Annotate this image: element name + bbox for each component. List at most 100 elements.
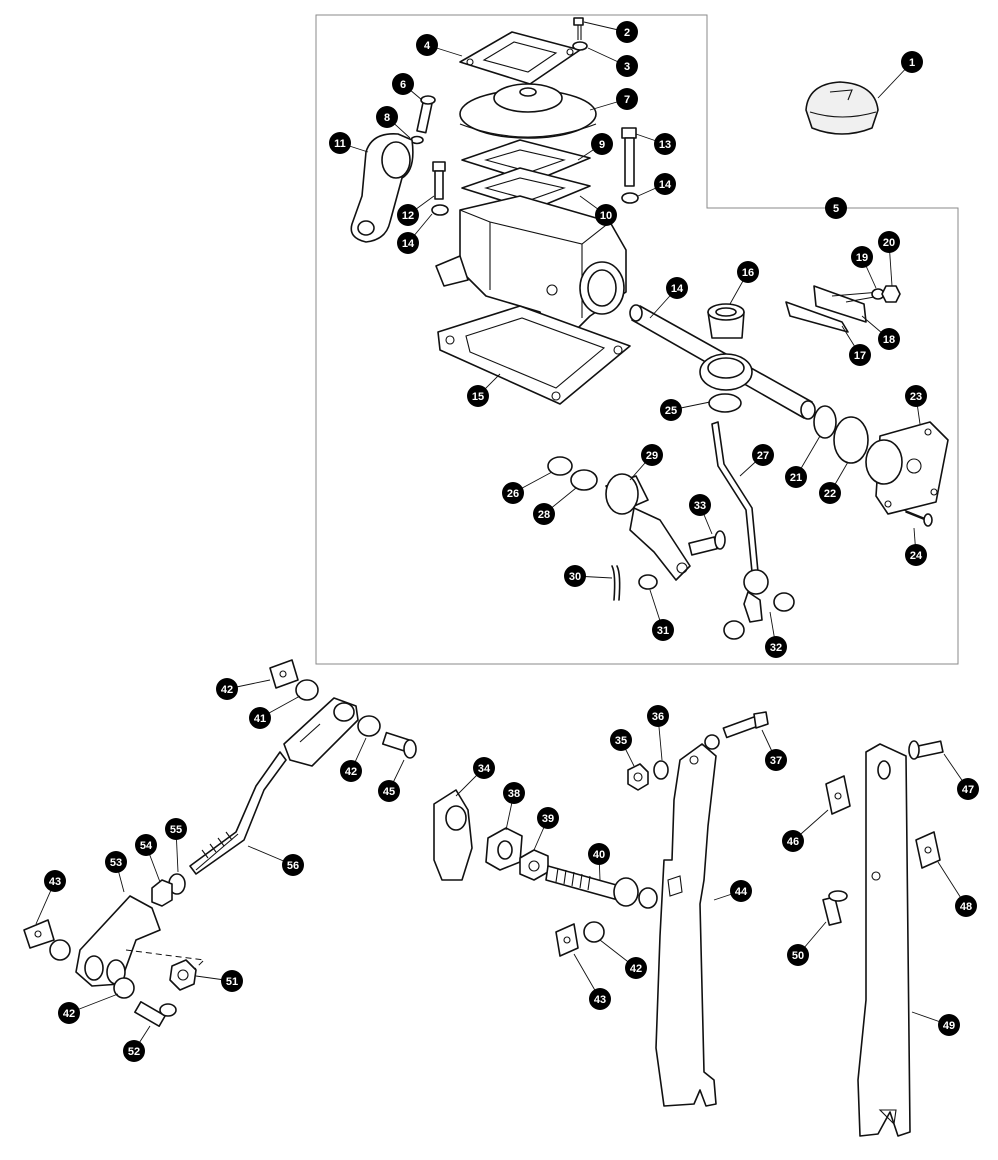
callout-number: 1 (909, 57, 915, 69)
callout-number: 27 (757, 450, 769, 462)
callout-badge (378, 780, 400, 802)
callout-badge (752, 444, 774, 466)
callout-badge (901, 51, 923, 73)
callout-number: 42 (345, 766, 357, 778)
callout-number: 21 (790, 472, 802, 484)
callout-badge (938, 1014, 960, 1036)
part-bar-50 (857, 743, 911, 1137)
part-nut-36 (627, 763, 649, 791)
part-callout-11: 11 (329, 132, 351, 154)
part-callout-42: 42 (340, 760, 362, 782)
part-callout-10: 10 (595, 204, 617, 226)
part-callout-56: 56 (282, 854, 304, 876)
callout-badge (589, 988, 611, 1010)
part-bolt-38 (722, 711, 769, 739)
callout-badge (123, 1040, 145, 1062)
part-callout-25: 25 (660, 399, 682, 421)
part-bracket-18-19 (785, 285, 881, 333)
part-callout-17: 17 (849, 344, 871, 366)
callout-number: 42 (63, 1008, 75, 1020)
callout-badge (819, 482, 841, 504)
callout-badge (216, 678, 238, 700)
part-callout-21: 21 (785, 466, 807, 488)
part-base-gasket-16 (437, 305, 631, 405)
callout-number: 8 (384, 112, 390, 124)
callout-badge (647, 705, 669, 727)
callout-badge (473, 757, 495, 779)
callout-number: 34 (478, 763, 491, 775)
part-callout-54: 54 (135, 834, 157, 856)
callout-badge (878, 231, 900, 253)
callout-badge (249, 707, 271, 729)
callout-badge (957, 778, 979, 800)
callout-badge (564, 565, 586, 587)
part-callout-27: 27 (752, 444, 774, 466)
part-gearbox-housing (435, 195, 627, 335)
callout-number: 23 (910, 391, 922, 403)
callout-number: 13 (659, 139, 671, 151)
callout-badge (588, 843, 610, 865)
callout-number: 46 (787, 836, 799, 848)
part-callout-29: 29 (641, 444, 663, 466)
callout-number: 52 (128, 1046, 140, 1058)
part-callout-48: 48 (955, 895, 977, 917)
part-bush-42b (357, 715, 381, 737)
part-callout-9: 9 (591, 133, 613, 155)
callout-number: 6 (400, 79, 406, 91)
part-rod-57 (189, 751, 287, 875)
part-bush-42c (49, 939, 71, 961)
part-fork-clevis (283, 697, 359, 767)
part-bush-42a (295, 679, 319, 701)
callout-badge (849, 344, 871, 366)
part-pin-53 (134, 1001, 177, 1027)
part-nut-21 (881, 285, 901, 303)
callout-badge (905, 385, 927, 407)
part-oring-29 (570, 469, 598, 491)
callout-number: 35 (615, 735, 627, 747)
part-callout-34: 34 (473, 757, 495, 779)
part-callout-32: 32 (765, 636, 787, 658)
part-washer-37b (704, 734, 720, 750)
part-rod-28 (711, 421, 769, 623)
callout-badge (392, 73, 414, 95)
part-oring-22 (813, 405, 837, 439)
callout-number: 54 (140, 840, 153, 852)
part-callout-2: 2 (616, 21, 638, 43)
callout-badge (467, 385, 489, 407)
callout-badge (616, 55, 638, 77)
callout-number: 42 (630, 963, 642, 975)
callout-number: 39 (542, 813, 554, 825)
callout-badge (689, 494, 711, 516)
part-callout-26: 26 (502, 482, 524, 504)
part-clip-43a (269, 659, 299, 689)
part-callout-46: 46 (782, 830, 804, 852)
callout-number: 11 (334, 138, 346, 150)
callout-number: 12 (402, 210, 414, 222)
part-clip-43b (23, 919, 55, 949)
part-callout-43: 43 (589, 988, 611, 1010)
callout-number: 48 (960, 901, 972, 913)
part-callout-6: 6 (392, 73, 414, 95)
part-clip-49 (915, 831, 941, 869)
callout-number: 9 (599, 139, 605, 151)
callout-number: 31 (657, 625, 669, 637)
callout-badge (654, 133, 676, 155)
part-bolt-13 (621, 127, 637, 187)
part-washer-3 (572, 41, 588, 51)
callout-badge (616, 88, 638, 110)
callout-badge (765, 636, 787, 658)
callout-badge (282, 854, 304, 876)
callout-number: 37 (770, 755, 782, 767)
callout-badge (955, 895, 977, 917)
part-pin-48 (908, 740, 944, 760)
callout-number: 16 (742, 267, 754, 279)
part-ring-26 (708, 393, 742, 413)
part-washer-32 (638, 574, 658, 590)
part-callout-8: 8 (376, 106, 398, 128)
callout-badge (641, 444, 663, 466)
callout-number: 20 (883, 237, 895, 249)
part-callout-1: 1 (901, 51, 923, 73)
part-callout-12: 12 (397, 204, 419, 226)
callout-number: 15 (472, 391, 484, 403)
